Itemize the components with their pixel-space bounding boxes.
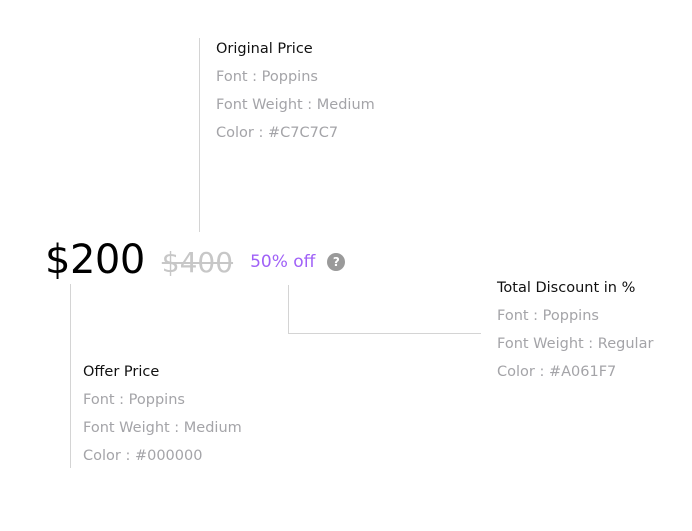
discount-connector-horizontal (288, 333, 481, 334)
annotation-color: Color : #C7C7C7 (216, 125, 339, 141)
original-price: $400 (161, 245, 234, 279)
help-icon[interactable]: ? (327, 253, 346, 271)
annotation-title: Total Discount in % (497, 280, 636, 296)
annotation-title: Original Price (216, 41, 313, 57)
offer-price-annotation: Offer Price Font : Poppins Font Weight :… (83, 358, 242, 470)
annotation-weight: Font Weight : Regular (497, 336, 654, 352)
discount-annotation: Total Discount in % Font : Poppins Font … (497, 274, 653, 386)
discount-label: 50% off (250, 252, 316, 272)
annotation-color: Color : #A061F7 (497, 364, 617, 380)
annotation-font: Font : Poppins (216, 69, 318, 85)
offer-price: $200 (45, 237, 145, 283)
annotation-title: Offer Price (83, 364, 160, 380)
annotation-font: Font : Poppins (497, 308, 599, 324)
annotation-color: Color : #000000 (83, 448, 203, 464)
original-price-annotation: Original Price Font : Poppins Font Weigh… (216, 35, 375, 147)
offer-price-connector (70, 284, 71, 468)
price-row: $200 $400 50% off ? (45, 232, 346, 288)
original-price-connector (199, 38, 200, 232)
discount-connector-vertical (288, 285, 289, 333)
annotation-weight: Font Weight : Medium (83, 420, 242, 436)
annotation-weight: Font Weight : Medium (216, 97, 375, 113)
annotation-font: Font : Poppins (83, 392, 185, 408)
